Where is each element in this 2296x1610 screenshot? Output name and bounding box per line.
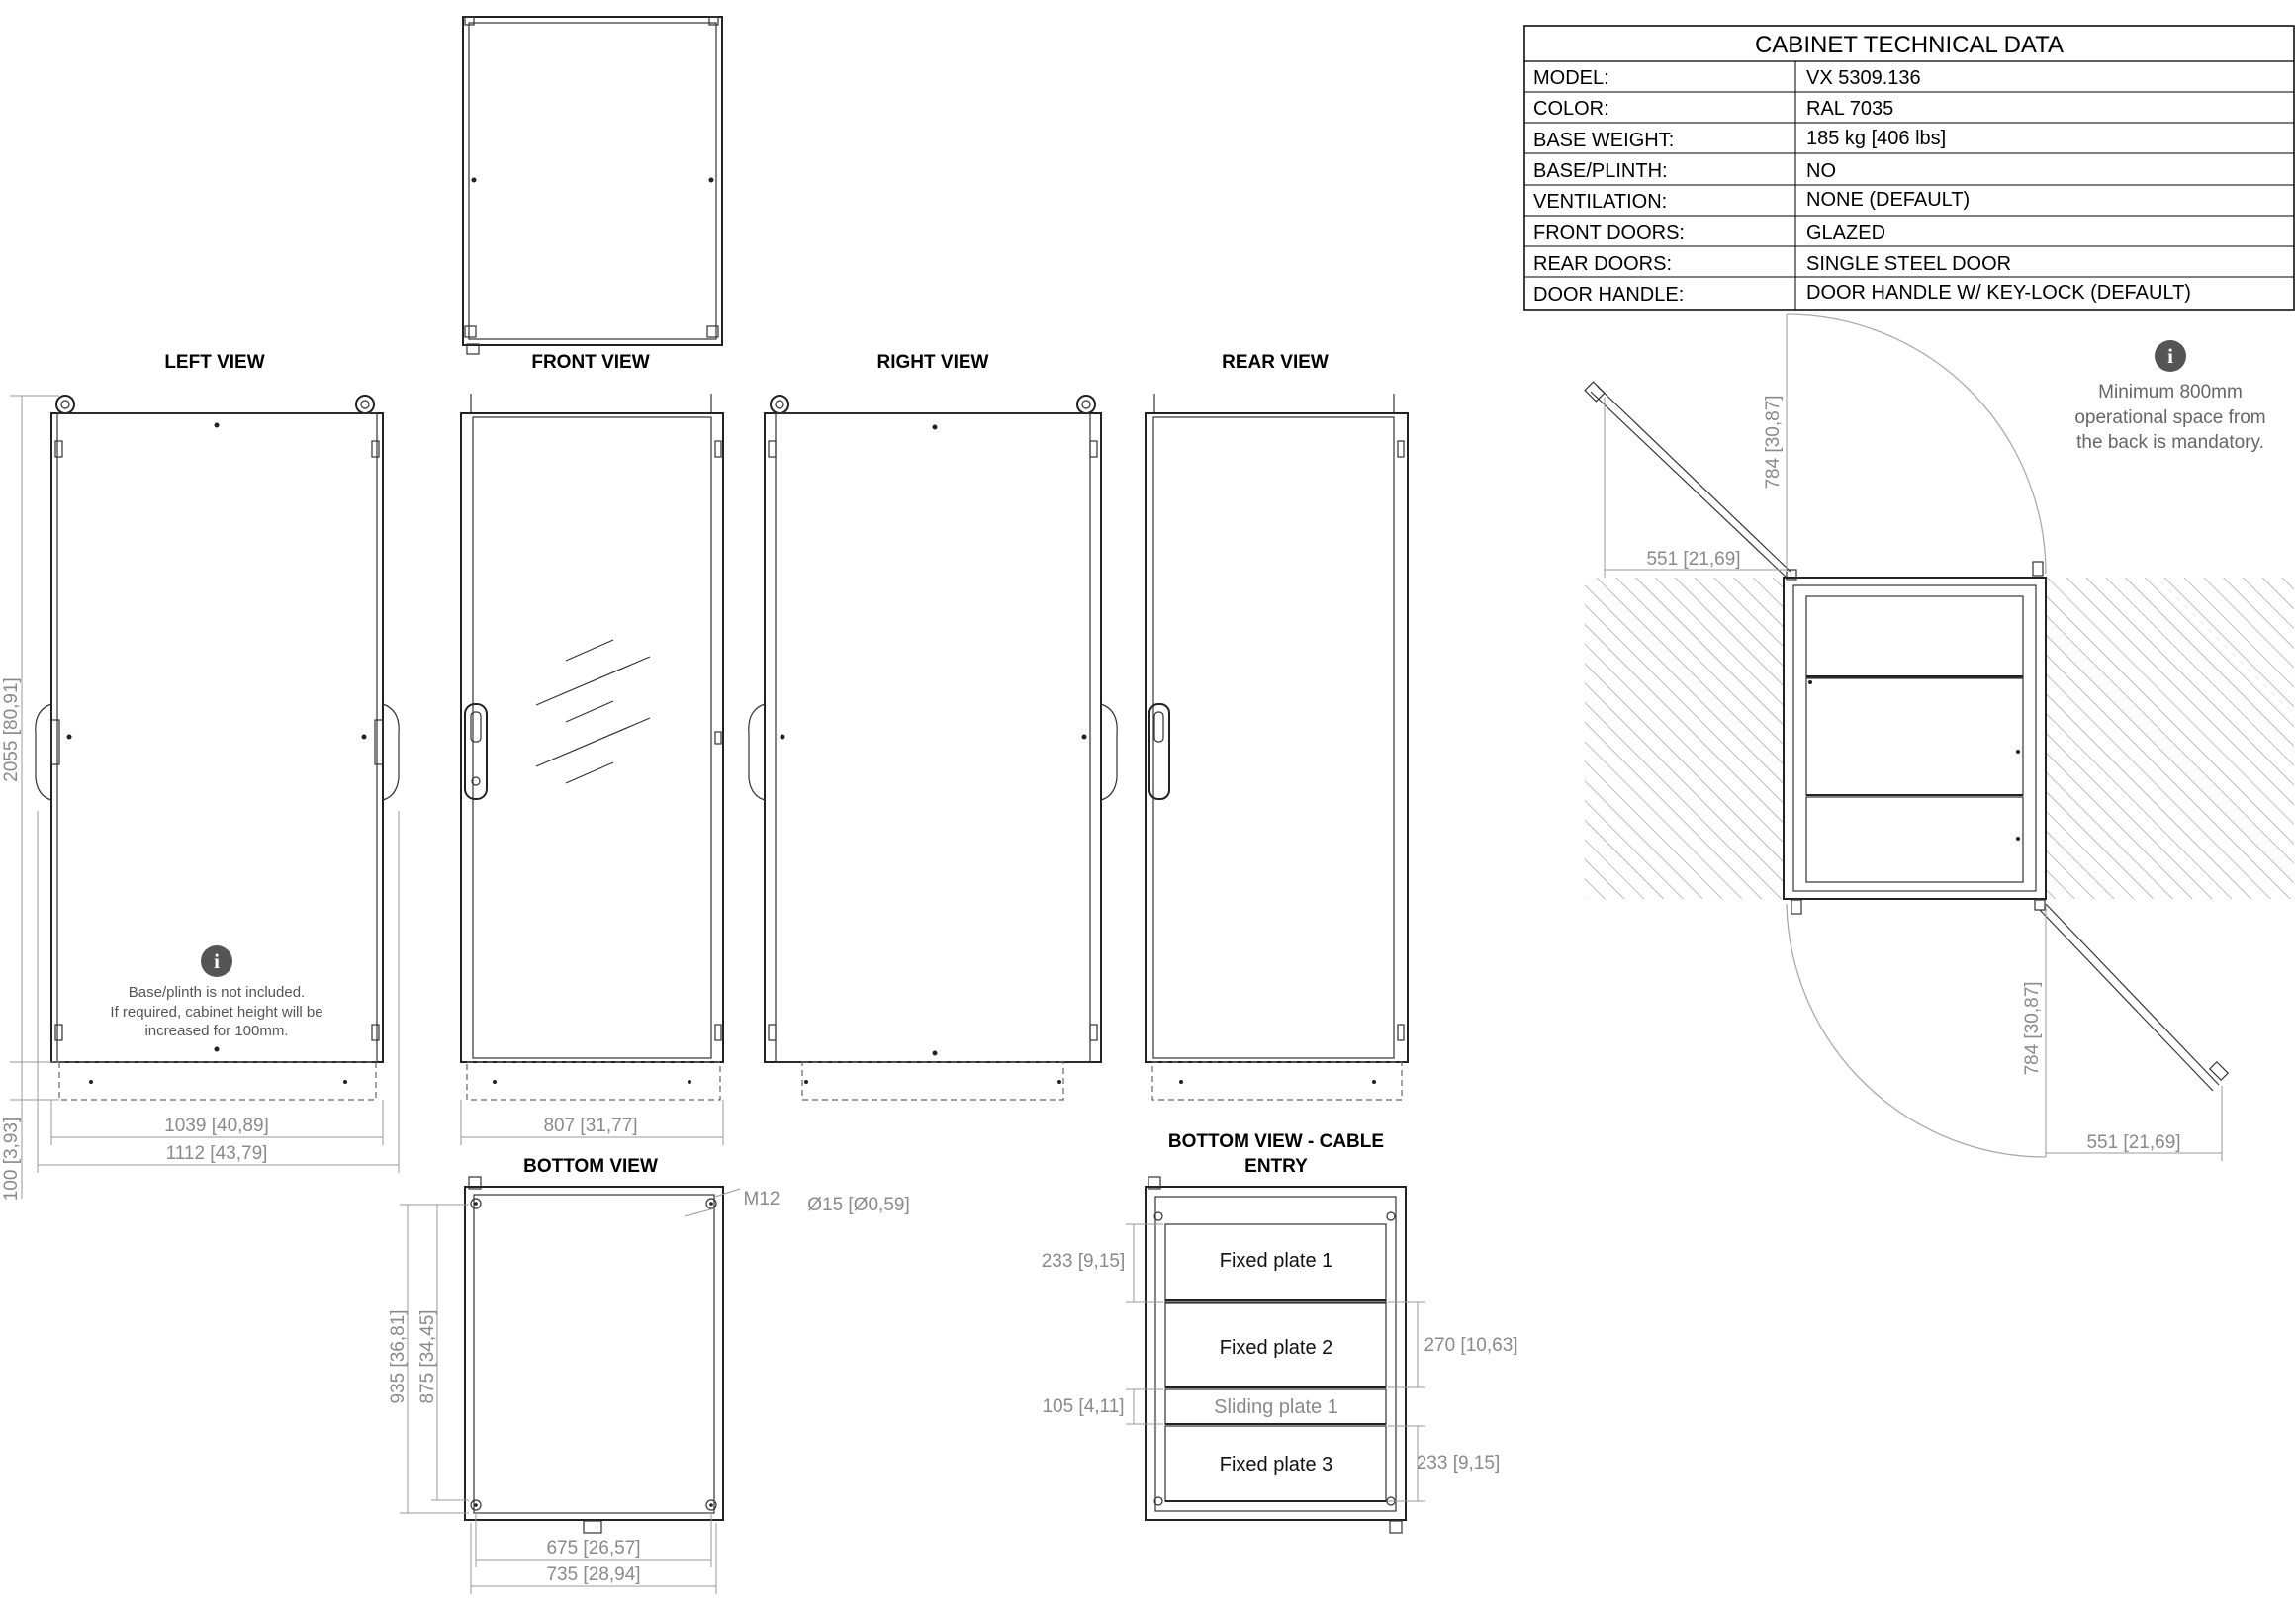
cable-entry-dimensions: 233 [9,15] 270 [10,63] 105 [4,11] 233 [9… (1042, 1223, 1518, 1502)
front-view: 807 [31,77] (460, 394, 724, 1145)
info-circle-icon (2155, 340, 2186, 372)
table-key-model: MODEL: (1533, 67, 1609, 89)
rear-view (1145, 394, 1409, 1101)
door-width-top-dimension: 551 [21,69] (1646, 549, 1740, 570)
info-circle-icon (201, 945, 232, 977)
width-outer-dimension: 1112 [43,79] (166, 1143, 268, 1164)
sliding-height-dimension: 105 [4,11] (1042, 1396, 1124, 1417)
rear-view-title: REAR VIEW (1222, 352, 1329, 373)
fixed-plate-1-label: Fixed plate 1 (1220, 1250, 1333, 1272)
table-key-door-handle: DOOR HANDLE: (1533, 284, 1684, 306)
plate2-height-dimension: 270 [10,63] (1424, 1335, 1517, 1356)
table-value-model: VX 5309.136 (1806, 67, 1921, 89)
space-note-line1: Minimum 800mm (2098, 382, 2243, 402)
table-value-front-doors: GLAZED (1806, 223, 1885, 244)
table-value-base-plinth: NO (1806, 160, 1836, 182)
table-value-base-weight: 185 kg [406 lbs] (1806, 128, 1946, 149)
bottom-view-dimensions: M12 Ø15 [Ø0,59] 935 [36,81] 875 [34,45] … (388, 1188, 910, 1594)
table-key-rear-doors: REAR DOORS: (1533, 253, 1672, 275)
table-value-color: RAL 7035 (1806, 98, 1893, 120)
table-title: CABINET TECHNICAL DATA (1755, 32, 2064, 58)
left-view (35, 395, 400, 1101)
sliding-plate-1-label: Sliding plate 1 (1214, 1396, 1338, 1418)
table-key-color: COLOR: (1533, 98, 1609, 120)
left-view-dimensions: 2055 [80,91] 100 [3,93] 1039 [40,89] 111… (1, 395, 400, 1202)
technical-data-table: CABINET TECHNICAL DATA MODEL: VX 5309.13… (1523, 25, 2295, 311)
door-swing-plan (1584, 313, 2294, 1158)
wall-hatch-right (2046, 578, 2294, 899)
m12-label: M12 (744, 1189, 781, 1209)
hole-diameter-label: Ø15 [Ø0,59] (807, 1195, 910, 1215)
cable-entry-view (1145, 1176, 1407, 1534)
front-view-title: FRONT VIEW (531, 352, 649, 373)
bottom-view-title: BOTTOM VIEW (523, 1156, 658, 1177)
plinth-note-line1: Base/plinth is not included. (129, 984, 305, 1001)
right-view (748, 395, 1118, 1101)
cable-entry-title-line1: BOTTOM VIEW - CABLE (1168, 1131, 1384, 1152)
space-note-line3: the back is mandatory. (2076, 432, 2264, 453)
bottom-view (464, 1176, 724, 1534)
top-view (462, 16, 723, 355)
plate3-height-dimension: 233 [9,15] (1417, 1453, 1501, 1474)
bottom-inner-dimension: 675 [26,57] (546, 1538, 640, 1559)
svg-text:i: i (2167, 344, 2173, 368)
plinth-dimension: 100 [3,93] (1, 1118, 22, 1202)
fixed-plate-2-label: Fixed plate 2 (1220, 1337, 1333, 1359)
table-key-front-doors: FRONT DOORS: (1533, 223, 1685, 244)
door-swing-bottom-dimension: 784 [30,87] (2022, 981, 2043, 1075)
door-swing-top-dimension: 784 [30,87] (1763, 395, 1784, 489)
wall-hatch-left (1585, 578, 1784, 899)
front-width-dimension: 807 [31,77] (543, 1116, 637, 1136)
depth-outer-dimension: 935 [36,81] (388, 1309, 409, 1403)
bottom-outer-dimension: 735 [28,94] (546, 1565, 640, 1585)
space-note-line2: operational space from (2074, 407, 2265, 428)
table-key-ventilation: VENTILATION: (1533, 191, 1667, 213)
plinth-note: i Base/plinth is not included. If requir… (110, 945, 323, 1039)
table-value-door-handle: DOOR HANDLE W/ KEY-LOCK (DEFAULT) (1806, 282, 2191, 304)
height-dimension: 2055 [80,91] (1, 677, 22, 782)
svg-text:i: i (214, 949, 220, 973)
right-view-title: RIGHT VIEW (877, 352, 989, 373)
plinth-note-line3: increased for 100mm. (144, 1023, 288, 1039)
table-value-ventilation: NONE (DEFAULT) (1806, 189, 1970, 211)
left-view-title: LEFT VIEW (164, 352, 264, 373)
table-value-rear-doors: SINGLE STEEL DOOR (1806, 253, 2011, 275)
depth-inner-dimension: 875 [34,45] (417, 1309, 438, 1403)
table-key-base-weight: BASE WEIGHT: (1533, 130, 1674, 151)
width-inner-dimension: 1039 [40,89] (164, 1116, 269, 1136)
plinth-note-line2: If required, cabinet height will be (110, 1004, 322, 1021)
fixed-plate-3-label: Fixed plate 3 (1220, 1454, 1333, 1476)
operational-space-note: i Minimum 800mm operational space from t… (2074, 340, 2266, 453)
table-key-base-plinth: BASE/PLINTH: (1533, 160, 1668, 182)
plate1-height-dimension: 233 [9,15] (1042, 1251, 1126, 1272)
door-width-bottom-dimension: 551 [21,69] (2086, 1132, 2180, 1153)
cable-entry-title-line2: ENTRY (1244, 1156, 1308, 1177)
door-swing-dimensions: 784 [30,87] 551 [21,69] 784 [30,87] 551 … (1604, 314, 2223, 1161)
